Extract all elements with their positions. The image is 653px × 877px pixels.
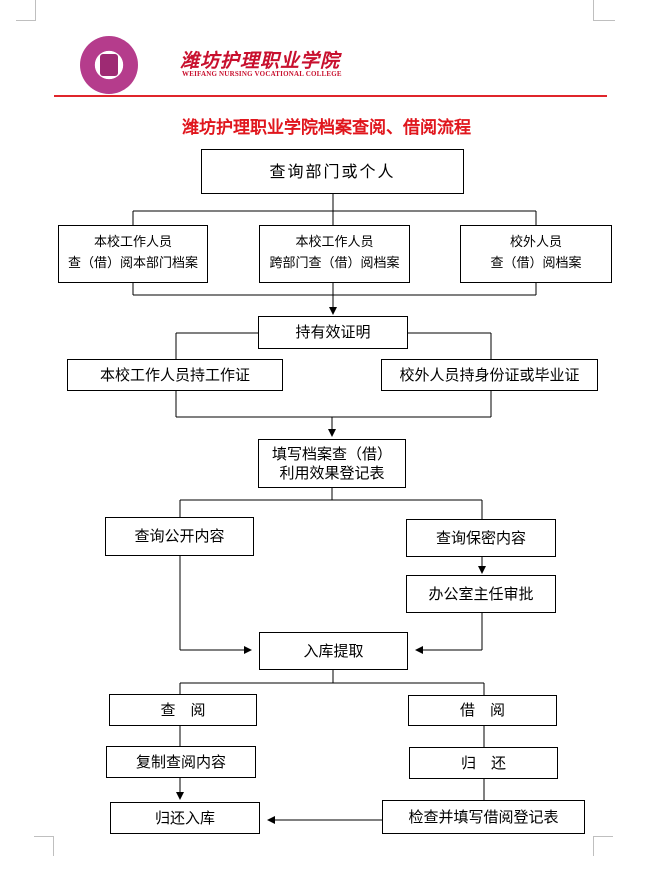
- proof-label: 持有效证明: [295, 323, 371, 342]
- start-label: 查询部门或个人: [269, 161, 396, 181]
- role-label-line1: 本校工作人员: [295, 235, 374, 251]
- proof-internal-label: 本校工作人员持工作证: [99, 365, 250, 384]
- check-register-label: 检查并填写借阅登记表: [408, 807, 559, 826]
- corner-mark-bottom-left-h: [34, 836, 54, 837]
- public-content-label: 查询公开内容: [134, 527, 225, 546]
- corner-mark-bottom-right: [593, 836, 594, 856]
- header-divider: [54, 95, 607, 97]
- page-title: 潍坊护理职业学院档案查阅、借阅流程: [182, 118, 471, 138]
- role-box-external: 校外人员 查（借）阅档案: [460, 225, 612, 283]
- approval-label: 办公室主任审批: [428, 584, 534, 603]
- corner-mark-bottom-right-h: [593, 836, 613, 837]
- secret-content-box: 查询保密内容: [406, 519, 556, 557]
- proof-box: 持有效证明: [258, 316, 408, 349]
- copy-content-box: 复制查阅内容: [106, 746, 256, 778]
- borrow-box: 借 阅: [408, 695, 557, 726]
- register-label-line2: 利用效果登记表: [279, 463, 385, 482]
- corner-mark-top-right-h: [593, 20, 615, 21]
- role-label-line2: 跨部门查（借）阅档案: [269, 256, 400, 271]
- role-label-line1: 本校工作人员: [93, 235, 172, 251]
- proof-internal-box: 本校工作人员持工作证: [67, 359, 283, 391]
- secret-content-label: 查询保密内容: [435, 528, 526, 547]
- return-storage-box: 归还入库: [110, 802, 260, 834]
- corner-mark-bottom-left: [53, 836, 54, 856]
- corner-mark-top-right: [593, 0, 594, 20]
- role-label-line2: 查（借）阅本部门档案: [67, 256, 198, 271]
- retrieve-box: 入库提取: [259, 632, 408, 670]
- retrieve-label: 入库提取: [303, 641, 364, 660]
- corner-mark-top-left-h: [16, 20, 36, 21]
- check-register-box: 检查并填写借阅登记表: [382, 800, 585, 834]
- college-name-en: WEIFANG NURSING VOCATIONAL COLLEGE: [182, 70, 342, 78]
- approval-box: 办公室主任审批: [406, 575, 556, 613]
- college-name-cn: 潍坊护理职业学院: [180, 50, 341, 72]
- return-storage-label: 归还入库: [154, 808, 215, 827]
- copy-content-label: 复制查阅内容: [135, 752, 226, 771]
- consult-label: 查 阅: [160, 700, 206, 719]
- role-box-internal-own: 本校工作人员 查（借）阅本部门档案: [58, 225, 208, 283]
- start-box: 查询部门或个人: [201, 149, 464, 194]
- consult-box: 查 阅: [109, 694, 257, 726]
- corner-mark-top-left: [35, 0, 36, 20]
- public-content-box: 查询公开内容: [105, 517, 254, 556]
- role-label-line1: 校外人员: [509, 235, 562, 251]
- proof-external-box: 校外人员持身份证或毕业证: [381, 359, 598, 391]
- return-box: 归 还: [409, 747, 558, 779]
- proof-external-label: 校外人员持身份证或毕业证: [399, 365, 580, 384]
- borrow-label: 借 阅: [459, 701, 505, 720]
- return-label: 归 还: [460, 753, 506, 772]
- register-label-line1: 填写档案查（借）: [271, 444, 392, 463]
- register-form-box: 填写档案查（借） 利用效果登记表: [258, 439, 406, 488]
- role-box-internal-cross: 本校工作人员 跨部门查（借）阅档案: [259, 225, 410, 283]
- role-label-line2: 查（借）阅档案: [490, 256, 582, 271]
- college-logo: [80, 36, 138, 94]
